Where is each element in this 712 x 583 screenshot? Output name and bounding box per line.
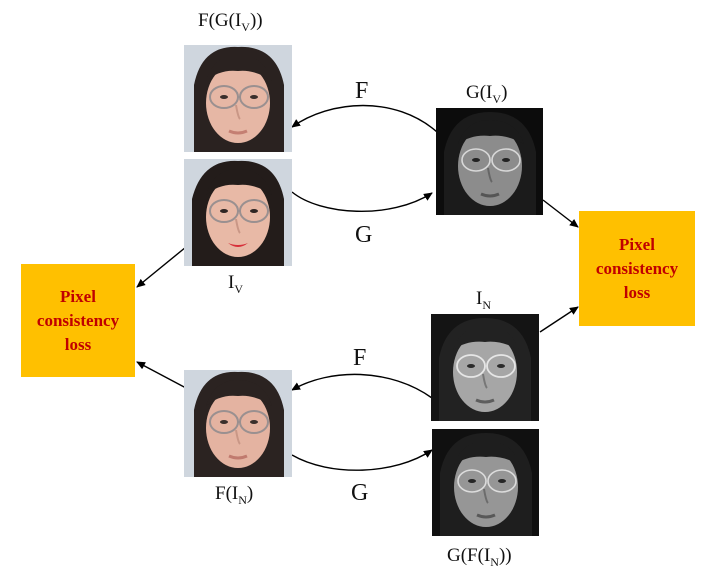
label-g-f-in: G(F(IN)) <box>447 545 512 570</box>
label-g-f-in-sub: N <box>490 554 499 569</box>
loss-box-left: Pixel consistency loss <box>21 264 135 377</box>
label-iv-sub: V <box>234 281 243 296</box>
loss-left-line2: consistency <box>36 310 120 330</box>
label-in-text: I <box>476 288 483 309</box>
loss-right-line2: consistency <box>595 258 679 278</box>
arrow-iv-to-left-loss <box>136 246 187 288</box>
label-g-iv-tail: ) <box>501 82 508 103</box>
label-f-in-tail: ) <box>246 483 254 504</box>
label-f-g-iv-tail: )) <box>249 10 263 31</box>
loss-right-line1: Pixel <box>619 234 655 254</box>
label-f-g-iv-text: F(G(I <box>198 10 242 31</box>
arrow-label-g-bottom: G <box>351 480 369 506</box>
loss-box-right: Pixel consistency loss <box>579 211 695 326</box>
label-g-iv: G(IV) <box>466 82 507 107</box>
arrow-F-top <box>291 104 438 133</box>
arrow-fin-to-left-loss <box>136 361 187 389</box>
label-g-iv-text: G(I <box>466 82 493 103</box>
arrow-label-g-top: G <box>355 222 373 248</box>
arrow-giv-to-right-loss <box>542 199 579 228</box>
label-f-in-sub: N <box>238 492 247 507</box>
face-image-iv <box>184 159 292 266</box>
arrow-G-top <box>291 191 433 213</box>
label-g-f-in-tail: )) <box>498 545 512 566</box>
label-f-in: F(IN) <box>215 483 253 508</box>
loss-left-line3: loss <box>64 334 92 354</box>
face-image-f-in <box>184 370 292 477</box>
label-g-iv-sub: V <box>492 91 502 106</box>
arrow-in-to-right-loss <box>539 306 579 333</box>
arrow-F-bottom <box>291 373 433 399</box>
loss-left-line1: Pixel <box>60 286 96 306</box>
arrow-G-bottom <box>291 449 433 471</box>
label-f-g-iv-sub: V <box>241 19 250 34</box>
arrow-label-f-top: F <box>355 78 369 104</box>
loss-right-line3: loss <box>623 282 651 302</box>
label-in: IN <box>476 288 491 313</box>
face-image-f-g-iv <box>184 45 292 152</box>
face-image-in <box>431 314 539 421</box>
label-iv: IV <box>228 272 243 297</box>
label-f-in-text: F(I <box>215 483 239 504</box>
label-f-g-iv: F(G(IV)) <box>198 10 263 35</box>
label-g-f-in-text: G(F(I <box>447 545 491 566</box>
label-in-sub: N <box>482 297 491 312</box>
label-iv-text: I <box>228 272 235 293</box>
face-image-g-iv <box>436 108 543 215</box>
arrow-label-f-bottom: F <box>353 345 367 371</box>
face-image-g-f-in <box>432 429 539 536</box>
